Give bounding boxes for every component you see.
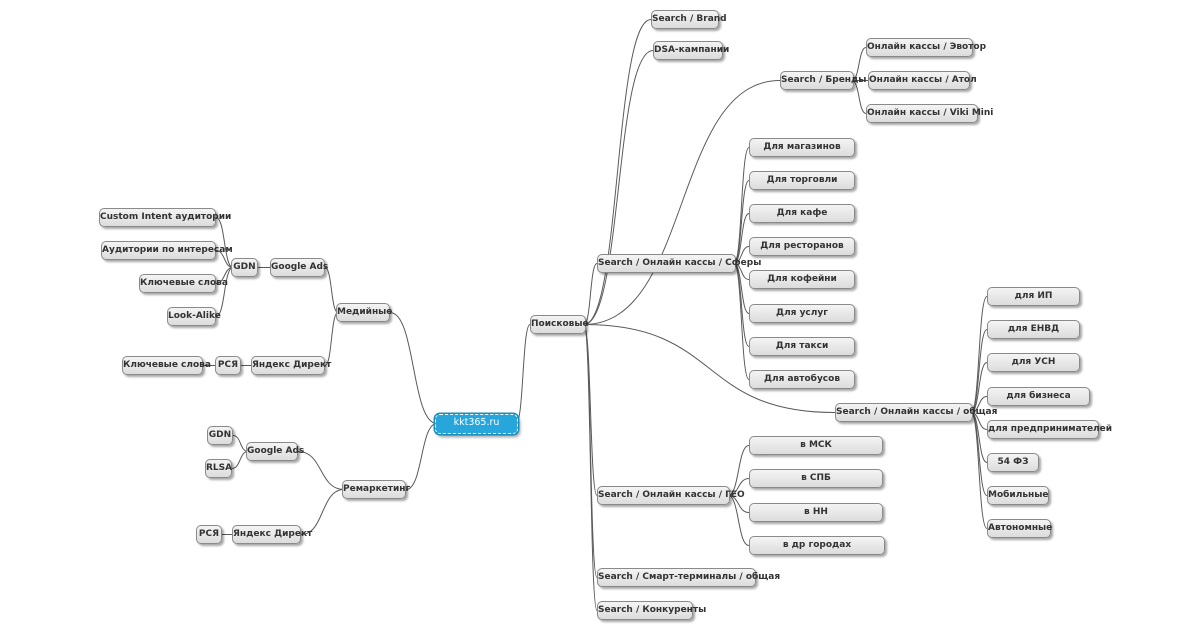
node-dsa[interactable]: DSA-кампании — [653, 41, 729, 60]
connector-poisk-s_konk — [583, 324, 598, 611]
connector-s_sfery-sf_mag — [733, 147, 750, 264]
node-r-rsya[interactable]: РСЯ — [196, 525, 222, 544]
node-ob-avt[interactable]: Автономные — [987, 519, 1052, 538]
node-s-smart[interactable]: Search / Смарт-терминалы / общая — [597, 568, 780, 587]
node-g-dr[interactable]: в др городах — [749, 536, 885, 555]
connector-remark-r_gads — [297, 451, 345, 490]
connector-s_sfery-sf_kafe — [733, 213, 750, 264]
node-s-sfery[interactable]: Search / Онлайн кассы / Сферы — [597, 254, 761, 273]
connector-s_obsh-ob_envd — [970, 329, 988, 413]
connector-media-m_yd — [324, 312, 339, 366]
node-m-ci[interactable]: Custom Intent аудитории — [99, 208, 231, 227]
node-m-gdn[interactable]: GDN — [231, 258, 258, 277]
node-m-rsya-kw[interactable]: Ключевые слова — [122, 356, 211, 375]
node-ob-biz[interactable]: для бизнеса — [987, 387, 1090, 406]
node-m-gads[interactable]: Google Ads — [270, 258, 328, 277]
node-g-msk[interactable]: в МСК — [749, 436, 883, 455]
connector-root-media — [389, 312, 438, 424]
node-r-gdn[interactable]: GDN — [207, 426, 233, 445]
node-s-obsh[interactable]: Search / Онлайн кассы / общая — [835, 403, 997, 422]
connector-s_geo-g_msk — [727, 445, 750, 496]
connector-s_sfery-sf_taxi — [733, 263, 750, 347]
node-b-atol[interactable]: Онлайн кассы / Атол — [868, 71, 977, 90]
node-sf-bus[interactable]: Для автобусов — [749, 370, 855, 389]
node-g-spb[interactable]: в СПБ — [749, 469, 883, 488]
connector-root-remark — [405, 423, 438, 490]
node-s-brand[interactable]: Search / Brand — [651, 10, 727, 29]
node-ob-usn[interactable]: для УСН — [987, 353, 1080, 372]
node-m-kw[interactable]: Ключевые слова — [139, 274, 228, 293]
node-s-konk[interactable]: Search / Конкуренты — [597, 601, 706, 620]
node-sf-kafe[interactable]: Для кафе — [749, 204, 855, 223]
node-poisk[interactable]: Поисковые — [530, 315, 589, 334]
node-ob-54[interactable]: 54 ФЗ — [987, 453, 1039, 472]
node-sf-torg[interactable]: Для торговли — [749, 171, 855, 190]
connector-s_sfery-sf_torg — [733, 180, 750, 264]
connector-s_obsh-ob_avt — [970, 412, 988, 529]
node-ob-pred[interactable]: для предпринимателей — [987, 420, 1112, 439]
connector-poisk-s_brendy — [583, 80, 781, 325]
connector-poisk-dsa — [583, 50, 654, 325]
node-r-yd[interactable]: Яндекс Директ — [232, 525, 312, 544]
node-ob-envd[interactable]: для ЕНВД — [987, 320, 1080, 339]
node-sf-rest[interactable]: Для ресторанов — [749, 237, 855, 256]
root-node[interactable]: kkt365.ru — [435, 414, 518, 434]
node-g-nn[interactable]: в НН — [749, 503, 883, 522]
connector-m_gdn-m_ci — [215, 217, 234, 268]
node-m-rsya[interactable]: РСЯ — [215, 356, 241, 375]
connector-m_gdn-m_la — [215, 267, 234, 317]
node-ob-mob[interactable]: Мобильные — [987, 486, 1049, 505]
connector-s_geo-g_spb — [727, 478, 750, 496]
connector-s_obsh-ob_usn — [970, 362, 988, 413]
connector-s_obsh-ob_ip — [970, 296, 988, 413]
node-sf-kof[interactable]: Для кофейни — [749, 270, 855, 289]
node-ob-ip[interactable]: для ИП — [987, 287, 1080, 306]
node-m-ai[interactable]: Аудитории по интересам — [101, 241, 233, 260]
node-r-rlsa[interactable]: RLSA — [205, 459, 232, 478]
node-s-brendy[interactable]: Search / Бренды — [780, 71, 866, 90]
node-b-viki[interactable]: Онлайн кассы / Viki Mini — [866, 104, 993, 123]
connector-m_gdn-m_ai — [215, 250, 234, 268]
node-remark[interactable]: Ремаркетинг — [342, 480, 410, 499]
node-b-evotor[interactable]: Онлайн кассы / Эвотор — [866, 38, 986, 57]
connector-s_geo-g_dr — [727, 495, 750, 546]
node-r-gads[interactable]: Google Ads — [246, 442, 304, 461]
node-sf-mag[interactable]: Для магазинов — [749, 138, 855, 157]
node-s-geo[interactable]: Search / Онлайн кассы / ГЕО — [597, 486, 745, 505]
connector-remark-r_yd — [300, 489, 345, 535]
node-media[interactable]: Медийные — [336, 303, 392, 322]
node-m-yd[interactable]: Яндекс Директ — [251, 356, 331, 375]
connector-s_obsh-ob_mob — [970, 412, 988, 496]
node-sf-taxi[interactable]: Для такси — [749, 337, 855, 356]
node-sf-usl[interactable]: Для услуг — [749, 304, 855, 323]
node-m-la[interactable]: Look-Alike — [167, 307, 221, 326]
connector-poisk-s_brand — [583, 19, 652, 325]
connector-root-poisk — [515, 324, 531, 424]
connector-s_sfery-sf_bus — [733, 263, 750, 380]
connector-poisk-s_obsh — [583, 324, 836, 413]
